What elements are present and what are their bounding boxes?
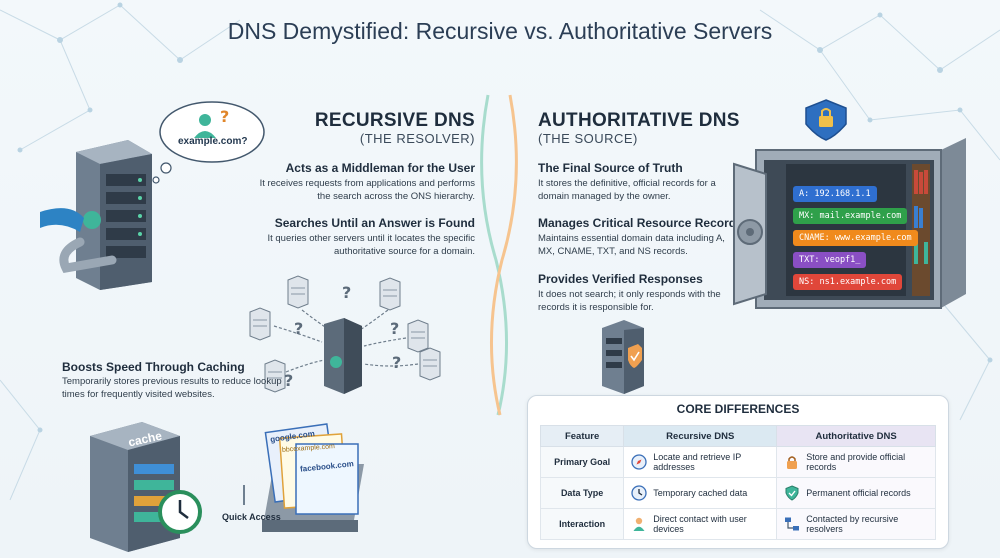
core-differences-panel: CORE DIFFERENCES Feature Recursive DNS A… bbox=[527, 395, 949, 549]
table-row: Interaction Direct contact with user dev… bbox=[539, 508, 936, 540]
recursive-server-illustration: ? bbox=[40, 101, 265, 290]
record-cname: CNAME: www.example.com bbox=[793, 230, 918, 246]
svg-text:?: ? bbox=[392, 353, 401, 372]
compass-icon bbox=[631, 454, 647, 470]
header-recursive: Recursive DNS bbox=[623, 425, 778, 447]
row-recursive-text: Locate and retrieve IP addresses bbox=[653, 451, 742, 473]
row-feature: Data Type bbox=[539, 477, 625, 509]
header-feature: Feature bbox=[539, 425, 625, 447]
shield-icon bbox=[784, 485, 800, 501]
row-authoritative-text: Contacted by recursive resolvers bbox=[806, 513, 899, 535]
svg-text:?: ? bbox=[294, 319, 303, 338]
record-txt: TXT: veopf1_ bbox=[793, 252, 867, 268]
recursive-heading: RECURSIVE DNS bbox=[314, 110, 475, 131]
row-authoritative-text: Store and provide official records bbox=[806, 451, 906, 473]
authoritative-point-title: The Final Source of Truth bbox=[538, 161, 683, 175]
svg-text:?: ? bbox=[390, 319, 399, 338]
table-row: Data Type Temporary cached data Permanen… bbox=[539, 477, 936, 509]
recursive-point-text: It queries other servers until it locate… bbox=[267, 233, 475, 257]
clock-icon bbox=[631, 485, 647, 501]
authoritative-point-text: It does not search; it only responds wit… bbox=[538, 289, 721, 313]
record-ns: NS: ns1.example.com bbox=[793, 274, 903, 290]
row-authoritative-text: Permanent official records bbox=[806, 487, 911, 498]
svg-text:?: ? bbox=[220, 107, 229, 126]
authoritative-point-title: Manages Critical Resource Records bbox=[538, 216, 743, 230]
cloud-query-text: example.com? bbox=[178, 136, 248, 147]
recursive-point-title: Searches Until an Answer is Found bbox=[274, 216, 475, 230]
row-feature: Primary Goal bbox=[539, 446, 625, 478]
network-icon bbox=[784, 516, 800, 532]
authoritative-point-text: It stores the definitive, official recor… bbox=[538, 178, 716, 202]
record-a: A: 192.168.1.1 bbox=[793, 186, 877, 202]
svg-text:?: ? bbox=[342, 283, 351, 302]
recursive-subheading: (THE RESOLVER) bbox=[359, 131, 475, 146]
header-authoritative: Authoritative DNS bbox=[776, 425, 936, 447]
table-title: CORE DIFFERENCES bbox=[676, 402, 800, 416]
authoritative-heading: AUTHORITATIVE DNS bbox=[538, 110, 740, 131]
user-icon bbox=[631, 516, 647, 532]
row-feature: Interaction bbox=[539, 508, 625, 540]
caching-title: Boosts Speed Through Caching bbox=[62, 360, 245, 374]
recursive-point-text: It receives requests from applications a… bbox=[259, 178, 475, 202]
table-row: Primary Goal Locate and retrieve IP addr… bbox=[539, 446, 936, 478]
recursive-query-cluster: ????? bbox=[249, 275, 441, 394]
authoritative-server-icon bbox=[602, 320, 644, 394]
core-differences-table: Feature Recursive DNS Authoritative DNS … bbox=[539, 425, 936, 540]
page-title: DNS Demystified: Recursive vs. Authorita… bbox=[227, 18, 773, 44]
row-recursive-text: Direct contact with user devices bbox=[653, 513, 747, 535]
row-recursive-text: Temporary cached data bbox=[653, 487, 748, 498]
table-header-row: Feature Recursive DNS Authoritative DNS bbox=[539, 425, 936, 447]
quick-access-label: Quick Access bbox=[222, 512, 281, 522]
svg-text:?: ? bbox=[284, 371, 293, 390]
authoritative-point-text: Maintains essential domain data includin… bbox=[538, 233, 725, 257]
lock-icon bbox=[784, 454, 800, 470]
cache-illustration bbox=[90, 422, 364, 552]
authoritative-subheading: (THE SOURCE) bbox=[538, 131, 638, 146]
recursive-point-title: Acts as a Middleman for the User bbox=[285, 161, 475, 175]
authoritative-point-title: Provides Verified Responses bbox=[538, 272, 703, 286]
section-divider bbox=[480, 94, 518, 416]
record-mx: MX: mail.example.com bbox=[793, 208, 908, 224]
caching-text: Temporarily stores previous results to r… bbox=[62, 376, 282, 400]
